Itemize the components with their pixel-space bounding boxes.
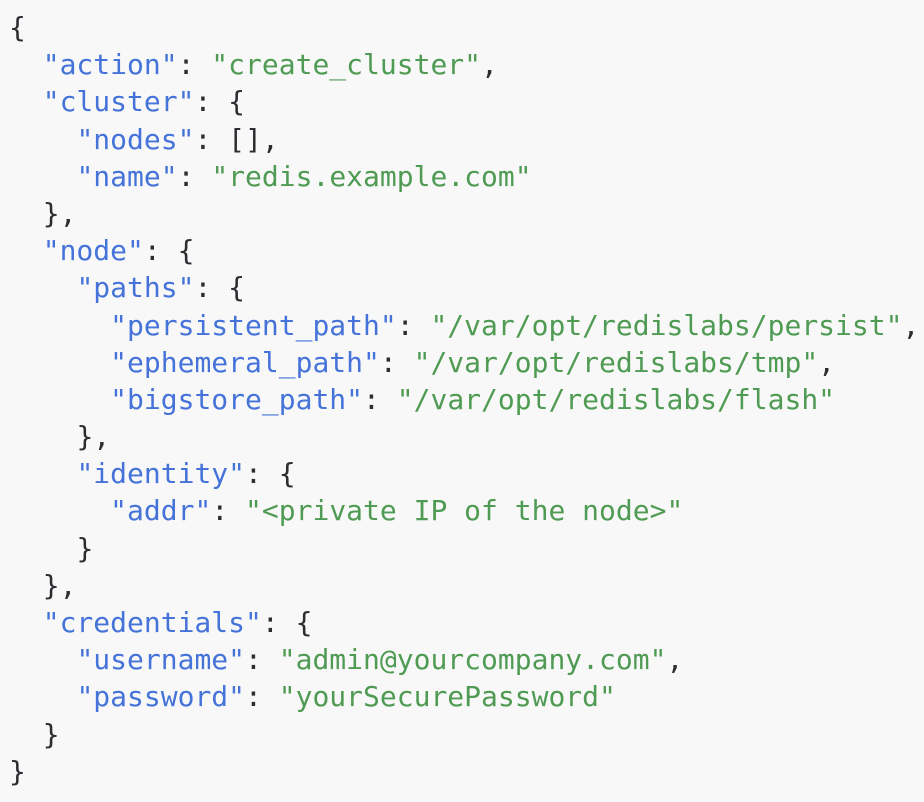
json-string-value: "redis.example.com" [211,159,532,193]
code-line: "paths": { [9,269,924,306]
code-line: } [9,753,924,790]
json-punctuation: }, [76,420,111,454]
json-key: "password" [76,680,246,714]
json-string-value: "admin@yourcompany.com" [278,643,667,677]
json-key: "paths" [76,271,195,305]
json-string-value: "/var/opt/redislabs/persist" [430,308,903,342]
code-line: "nodes": [], [9,121,924,158]
json-key: "node" [42,234,144,268]
json-punctuation: : [177,159,212,193]
json-punctuation [9,532,76,565]
json-punctuation: : [177,48,212,82]
code-line: }, [9,567,924,604]
code-line: }, [9,195,924,232]
json-punctuation: : { [143,234,195,268]
json-punctuation: }, [42,568,77,602]
json-punctuation [9,606,43,639]
json-punctuation [9,680,76,713]
json-punctuation: : { [261,606,313,639]
json-key: "addr" [110,494,212,528]
json-punctuation: { [9,11,26,44]
code-line: }, [9,418,924,455]
json-key: "name" [76,159,178,193]
json-punctuation [9,346,110,379]
json-key: "nodes" [76,122,195,156]
json-punctuation: , [481,48,498,82]
code-line: "username": "admin@yourcompany.com", [9,641,924,678]
json-punctuation: }, [42,196,77,230]
json-string-value: "/var/opt/redislabs/flash" [396,382,836,416]
json-string-value: "yourSecurePassword" [278,680,616,714]
json-punctuation: } [42,717,60,751]
json-punctuation [9,160,76,193]
json-string-value: "<private IP of the node>" [245,494,684,528]
json-punctuation: : [245,643,279,677]
json-punctuation [9,85,43,118]
code-line: "cluster": { [9,83,924,120]
json-punctuation [9,48,43,81]
json-punctuation: : [363,382,397,416]
code-line: "name": "redis.example.com" [9,158,924,195]
json-key: "bigstore_path" [110,382,364,416]
json-punctuation: : [396,308,431,342]
code-line: "bigstore_path": "/var/opt/redislabs/fla… [9,381,924,418]
json-punctuation: : { [245,457,296,491]
json-punctuation [9,494,110,527]
json-punctuation [9,457,76,490]
json-punctuation [9,123,76,156]
json-punctuation [9,234,43,267]
json-punctuation [9,271,76,304]
json-string-value: "create_cluster" [211,48,482,82]
code-line: "node": { [9,232,924,269]
code-line: } [9,530,924,567]
json-key: "identity" [76,457,246,491]
code-line: "addr": "<private IP of the node>" [9,492,924,529]
json-punctuation [9,643,76,676]
json-punctuation [9,383,110,416]
json-key: "action" [42,48,178,82]
json-punctuation: : [379,345,414,379]
json-punctuation: : { [194,271,246,305]
code-line: "identity": { [9,455,924,492]
json-punctuation: , [902,308,920,342]
code-line: { [9,9,924,46]
json-punctuation [9,420,76,453]
code-line: "ephemeral_path": "/var/opt/redislabs/tm… [9,344,924,381]
json-punctuation [9,569,43,602]
json-punctuation: } [76,531,94,565]
json-punctuation [9,718,43,751]
json-key: "username" [76,643,246,677]
json-punctuation: : { [194,85,246,119]
json-punctuation: } [9,754,26,788]
json-punctuation [9,309,110,342]
json-key: "ephemeral_path" [110,345,380,379]
code-line: "action": "create_cluster", [9,46,924,83]
json-punctuation: , [818,345,836,379]
json-punctuation: : [245,680,279,714]
code-line: "password": "yourSecurePassword" [9,678,924,715]
json-string-value: "/var/opt/redislabs/tmp" [413,345,819,379]
code-line: "persistent_path": "/var/opt/redislabs/p… [9,307,924,344]
json-punctuation: , [666,643,684,677]
json-punctuation: : [], [194,122,279,156]
code-line: } [9,716,924,753]
json-key: "persistent_path" [110,308,397,342]
code-line: "credentials": { [9,604,924,641]
json-punctuation [9,197,43,230]
json-key: "credentials" [42,606,262,639]
json-punctuation: : [211,494,246,528]
json-key: "cluster" [42,85,195,119]
